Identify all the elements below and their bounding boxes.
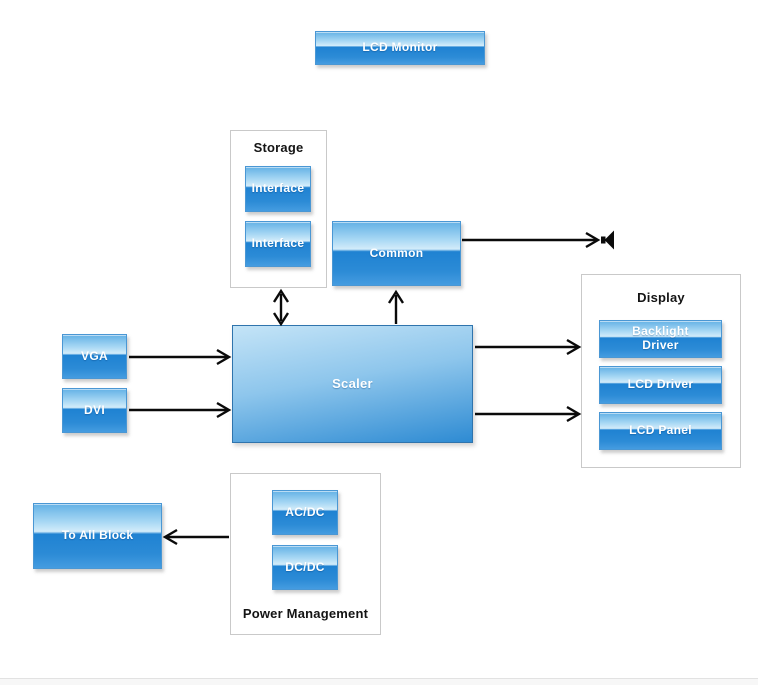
page-bottom-divider — [0, 678, 758, 685]
block-lcd-monitor: LCD Monitor — [315, 31, 485, 65]
arrow-scaler-to-lcd-panel — [475, 405, 582, 423]
block-to-all-block-label: To All Block — [61, 528, 134, 543]
block-common: Common — [332, 221, 461, 286]
block-storage-interface-1: Interface — [245, 166, 311, 212]
block-storage-interface-2-label: Interface — [251, 236, 305, 251]
block-dcdc: DC/DC — [272, 545, 338, 590]
block-storage-interface-1-label: Interface — [251, 181, 305, 196]
block-lcd-panel: LCD Panel — [599, 412, 722, 450]
group-display-title: Display — [637, 290, 685, 305]
arrow-dvi-to-scaler — [129, 401, 232, 419]
block-acdc: AC/DC — [272, 490, 338, 535]
block-lcd-driver-label: LCD Driver — [627, 377, 694, 392]
arrow-scaler-to-common — [387, 289, 405, 324]
block-scaler-label: Scaler — [332, 375, 373, 391]
block-acdc-label: AC/DC — [285, 504, 325, 519]
arrow-power-to-all-block — [162, 528, 229, 546]
block-vga-label: VGA — [81, 348, 108, 363]
arrow-common-to-speaker — [462, 231, 601, 249]
block-lcd-monitor-label: LCD Monitor — [362, 40, 438, 55]
block-lcd-panel-label: LCD Panel — [629, 423, 692, 438]
block-scaler: Scaler — [232, 325, 473, 443]
block-storage-interface-2: Interface — [245, 221, 311, 267]
group-storage-title: Storage — [253, 140, 304, 155]
block-dvi-label: DVI — [84, 402, 105, 417]
arrow-storage-scaler-bidirectional — [272, 288, 290, 327]
arrow-vga-to-scaler — [129, 348, 232, 366]
block-backlight-driver-label: Backlight Driver — [632, 324, 689, 352]
group-power-management-title: Power Management — [242, 606, 369, 621]
arrow-scaler-to-backlight-driver — [475, 338, 582, 356]
block-common-label: Common — [369, 245, 424, 260]
block-dvi: DVI — [62, 388, 127, 433]
block-backlight-driver: Backlight Driver — [599, 320, 722, 358]
block-to-all-block: To All Block — [33, 503, 162, 569]
speaker-icon — [601, 230, 614, 250]
block-dcdc-label: DC/DC — [285, 559, 325, 574]
block-lcd-driver: LCD Driver — [599, 366, 722, 404]
block-vga: VGA — [62, 334, 127, 379]
